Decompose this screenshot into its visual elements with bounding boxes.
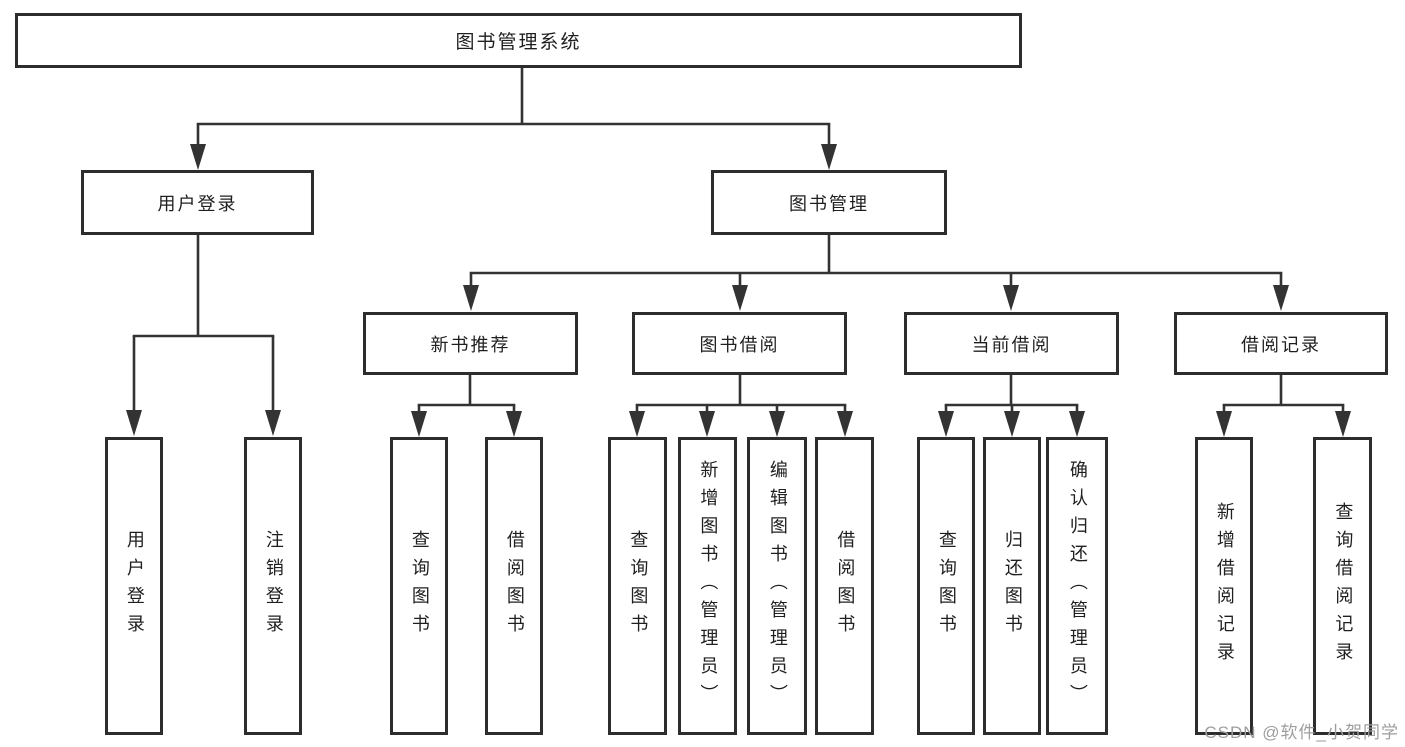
node-label: 新书推荐 (430, 334, 511, 355)
csdn-watermark: CSDN @软件_小贺同学 (1204, 723, 1399, 742)
leaf-edit-books-admin: 编辑图书（管理员） (747, 437, 807, 735)
leaf-confirm-return-admin: 确认归还（管理员） (1046, 437, 1108, 735)
node-label: 编辑图书（管理员） (767, 460, 788, 712)
node-label: 当前借阅 (971, 334, 1052, 355)
leaf-borrow-books: 借阅图书 (815, 437, 874, 735)
leaf-query-books: 查询图书 (608, 437, 667, 735)
node-label: 确认归还（管理员） (1067, 460, 1088, 712)
node-borrowing-records: 借阅记录 (1174, 312, 1388, 375)
node-book-management: 图书管理 (711, 170, 947, 235)
node-label: 新增借阅记录 (1214, 502, 1235, 670)
node-label: 查询图书 (628, 530, 649, 642)
node-label: 图书借阅 (699, 334, 780, 355)
node-user-login: 用户登录 (81, 170, 314, 235)
leaf-return-books: 归还图书 (983, 437, 1041, 735)
node-label: 注销登录 (263, 530, 284, 642)
leaf-user-login: 用户登录 (105, 437, 163, 735)
node-label: 归还图书 (1002, 530, 1023, 642)
node-current-borrowing: 当前借阅 (904, 312, 1119, 375)
node-label: 查询图书 (409, 530, 430, 642)
leaf-logout: 注销登录 (244, 437, 302, 735)
node-book-borrowing: 图书借阅 (632, 312, 847, 375)
leaf-query-books: 查询图书 (917, 437, 975, 735)
node-label: 图书管理 (789, 193, 869, 214)
leaf-add-borrow-record: 新增借阅记录 (1195, 437, 1253, 735)
node-label: 新增图书（管理员） (698, 460, 719, 712)
leaf-query-borrow-record: 查询借阅记录 (1313, 437, 1372, 735)
node-label: 借阅图书 (835, 530, 856, 642)
leaf-add-books-admin: 新增图书（管理员） (678, 437, 737, 735)
node-library-management-system: 图书管理系统 (15, 13, 1022, 68)
node-new-book-recommendation: 新书推荐 (363, 312, 578, 375)
node-label: 借阅图书 (504, 530, 525, 642)
leaf-query-books: 查询图书 (390, 437, 448, 735)
node-label: 查询图书 (936, 530, 957, 642)
node-label: 用户登录 (157, 193, 238, 214)
node-label: 用户登录 (124, 530, 145, 642)
node-label: 借阅记录 (1241, 334, 1321, 355)
leaf-borrow-books: 借阅图书 (485, 437, 543, 735)
node-label: 图书管理系统 (455, 32, 582, 53)
node-label: 查询借阅记录 (1333, 502, 1354, 670)
